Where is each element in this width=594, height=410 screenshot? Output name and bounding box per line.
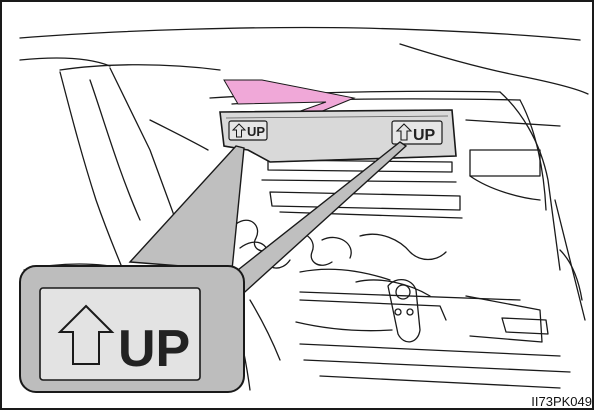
up-callout: UP: [20, 266, 244, 392]
small-up-label-right: UP: [413, 127, 436, 144]
up-label-right: UP: [392, 121, 442, 144]
figure-code: II73PK049: [531, 394, 592, 409]
callout-up-label: UP: [118, 320, 190, 378]
small-up-label-left: UP: [247, 124, 265, 139]
up-label-left: UP: [229, 121, 267, 140]
